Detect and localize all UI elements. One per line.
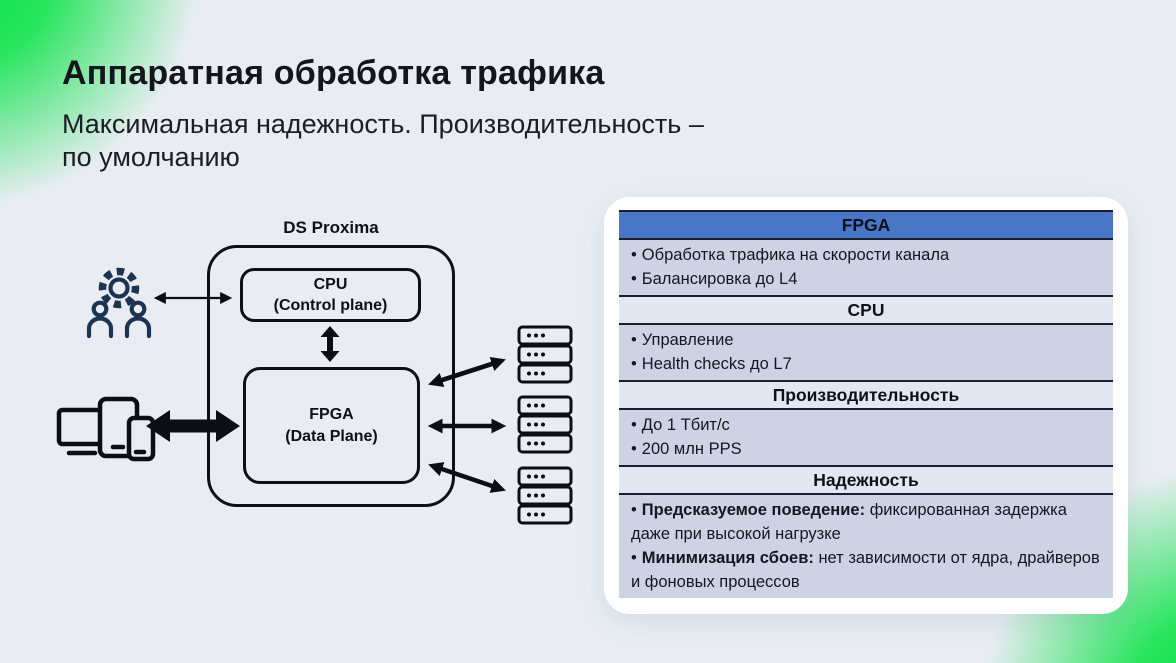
list-item: •Балансировка до L4 bbox=[631, 267, 1101, 291]
list-item: •До 1 Тбит/с bbox=[631, 413, 1101, 437]
cpu-box-subtitle: (Control plane) bbox=[273, 297, 388, 314]
list-item: •Обработка трафика на скорости канала bbox=[631, 243, 1101, 267]
table-header-reliability: Надежность bbox=[619, 465, 1113, 493]
client-devices-icon bbox=[56, 396, 156, 462]
ds-proxima-label: DS Proxima bbox=[283, 218, 379, 237]
server-stack-icon bbox=[517, 395, 573, 454]
bullet: • bbox=[631, 270, 637, 288]
bullet: • bbox=[631, 416, 637, 434]
table-header-cpu: CPU bbox=[619, 295, 1113, 323]
list-item: •Health checks до L7 bbox=[631, 352, 1101, 376]
specs-card: FPGA •Обработка трафика на скорости кана… bbox=[604, 197, 1128, 614]
list-item: •Управление bbox=[631, 328, 1101, 352]
admin-team-gear-icon bbox=[86, 267, 152, 339]
fpga-box-subtitle: (Data Plane) bbox=[285, 427, 378, 445]
bullet: • bbox=[631, 549, 637, 567]
subtitle-line-1: Максимальная надежность. Производительно… bbox=[62, 109, 704, 139]
list-item: •Предсказуемое поведение: фиксированная … bbox=[631, 498, 1101, 546]
item-text: Health checks до L7 bbox=[641, 355, 792, 373]
cpu-box: CPU (Control plane) bbox=[240, 268, 421, 322]
bullet: • bbox=[631, 355, 637, 373]
cpu-box-title: CPU bbox=[313, 275, 348, 293]
page-subtitle: Максимальная надежность. Производительно… bbox=[62, 108, 704, 174]
bullet: • bbox=[631, 440, 637, 458]
list-item: •200 млн PPS bbox=[631, 437, 1101, 461]
server-stack-icon bbox=[517, 466, 573, 525]
table-header-fpga: FPGA bbox=[619, 210, 1113, 238]
table-body-reliability: •Предсказуемое поведение: фиксированная … bbox=[619, 493, 1113, 598]
table-header-performance: Производительность bbox=[619, 380, 1113, 408]
bullet: • bbox=[631, 246, 637, 264]
server-stack-icon bbox=[517, 325, 573, 384]
item-text: Балансировка до L4 bbox=[641, 270, 798, 288]
bullet: • bbox=[631, 501, 637, 519]
item-text: Управление bbox=[641, 331, 734, 349]
item-text: До 1 Тбит/с bbox=[641, 416, 730, 434]
table-body-fpga: •Обработка трафика на скорости канала •Б… bbox=[619, 238, 1113, 295]
table-body-cpu: •Управление •Health checks до L7 bbox=[619, 323, 1113, 380]
bullet: • bbox=[631, 331, 637, 349]
item-text: нет зависимости от ядра, драйверов и фон… bbox=[631, 549, 1100, 591]
item-text: фиксированная задержка даже при высокой … bbox=[631, 501, 1067, 543]
item-text: 200 млн PPS bbox=[641, 440, 742, 458]
page-title: Аппаратная обработка трафика bbox=[62, 54, 605, 92]
item-lead: Предсказуемое поведение: bbox=[641, 501, 866, 519]
fpga-box: FPGA (Data Plane) bbox=[243, 367, 420, 484]
list-item: •Минимизация сбоев: нет зависимости от я… bbox=[631, 546, 1101, 594]
item-text: Обработка трафика на скорости канала bbox=[641, 246, 950, 264]
table-body-performance: •До 1 Тбит/с •200 млн PPS bbox=[619, 408, 1113, 465]
item-lead: Минимизация сбоев: bbox=[641, 549, 814, 567]
fpga-box-title: FPGA bbox=[309, 406, 354, 424]
subtitle-line-2: по умолчанию bbox=[62, 141, 240, 172]
